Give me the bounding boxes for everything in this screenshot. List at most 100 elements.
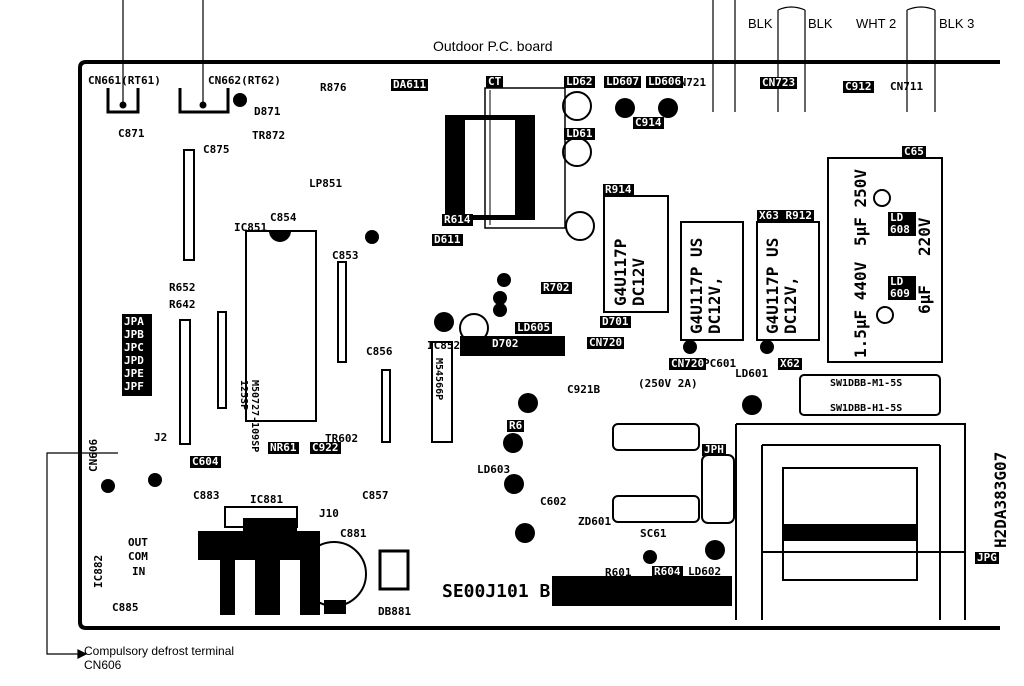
annotation-line2: CN606 bbox=[84, 658, 122, 672]
relay-x61-part: G4U117P bbox=[611, 238, 630, 306]
label-ct: CT bbox=[486, 75, 504, 88]
relay-outlines bbox=[603, 157, 943, 363]
label-d701: R702 bbox=[541, 281, 572, 294]
annotation-leader bbox=[46, 452, 118, 659]
label-c885: C885 bbox=[112, 601, 139, 614]
label-ld609: LD 609 bbox=[888, 276, 916, 300]
relay-x63-part: G4U117P US bbox=[763, 237, 782, 334]
jumper-jpb[interactable]: JPB bbox=[124, 328, 144, 341]
wire-label-cn711-right: BLK 3 bbox=[939, 16, 975, 31]
ic882-pin-in: IN bbox=[132, 565, 146, 578]
switch-label-bottom: SW1DBB-H1-5S bbox=[830, 403, 903, 414]
current-transformer-ct bbox=[445, 87, 566, 229]
label-c854: C854 bbox=[270, 211, 297, 224]
label-tr602: TR602 bbox=[325, 432, 359, 445]
label-c856: C856 bbox=[366, 345, 393, 358]
label-ld607: LD607 bbox=[604, 75, 642, 88]
board-part-number: H2DA383G07 bbox=[991, 451, 1010, 548]
board-title: Outdoor P.C. board bbox=[433, 38, 553, 54]
label-c65: C65 bbox=[902, 145, 926, 158]
relay-x61-rating: DC12V bbox=[629, 257, 648, 306]
capacitor-rating-a: 5μF 250V bbox=[851, 168, 870, 246]
jumper-jpe[interactable]: JPE bbox=[124, 367, 144, 380]
capacitor-rating-d: 6μF bbox=[915, 285, 934, 314]
label-c922: JPH bbox=[702, 443, 726, 456]
ic852-part-label: M54566P bbox=[433, 358, 444, 401]
label-c914: C914 bbox=[633, 116, 664, 129]
label-ld606: LD606 bbox=[646, 75, 684, 88]
jumper-jpc[interactable]: JPC bbox=[124, 341, 144, 354]
label-ld602: LD602 bbox=[688, 565, 722, 578]
label-d611: D611 bbox=[432, 233, 463, 246]
label-ld601: LD601 bbox=[735, 367, 769, 380]
relay-x62-part: G4U117P US bbox=[687, 237, 706, 334]
label-c883: C883 bbox=[193, 489, 220, 502]
jumper-jpf[interactable]: JPF bbox=[124, 380, 144, 393]
connector-cn662-label: CN662(RT62) bbox=[208, 74, 281, 87]
jumper-block bbox=[122, 314, 152, 396]
label-r914: R914 bbox=[603, 183, 634, 196]
board-code: SE00J101 B bbox=[442, 581, 551, 602]
connector-cn661-label: CN661(RT61) bbox=[88, 74, 161, 87]
label-c881: C881 bbox=[340, 527, 367, 540]
board-trace-strip bbox=[552, 576, 732, 606]
bridge-db881 bbox=[378, 549, 410, 591]
ic881-label: IC881 bbox=[250, 493, 284, 506]
label-j2: J2 bbox=[154, 431, 168, 444]
ic852-label: IC852 bbox=[427, 339, 461, 352]
switch-label-top: SW1DBB-M1-5S bbox=[830, 378, 903, 389]
ic882-pin-out: OUT bbox=[128, 536, 148, 549]
jumper-list: JPA JPB JPC JPD JPE JPF bbox=[124, 316, 152, 393]
label-j10: J10 bbox=[319, 507, 339, 520]
connector-cn606-label: CN606 bbox=[87, 438, 100, 472]
led-outlines bbox=[459, 91, 894, 343]
jumper-jpd[interactable]: JPD bbox=[124, 354, 144, 367]
label-c912: C912 bbox=[843, 80, 874, 93]
label-c853: C853 bbox=[332, 249, 359, 262]
label-x63-r912: X63 R912 bbox=[757, 209, 814, 222]
fuse-rating: (250V 2A) bbox=[638, 377, 698, 390]
label-sc61: SC61 bbox=[640, 527, 667, 540]
label-r642: R642 bbox=[169, 298, 196, 311]
relay-x63-rating: DC12V, bbox=[781, 276, 800, 334]
label-lp851: LP851 bbox=[309, 177, 343, 190]
relay-x61: G4U117P DC12V bbox=[611, 238, 648, 306]
label-ld603: LD603 bbox=[477, 463, 511, 476]
capacitor-rating-b: 1.5μF 440V bbox=[851, 261, 870, 358]
label-d702: LD605 bbox=[515, 321, 553, 334]
label-ld610: R6 bbox=[507, 419, 525, 432]
label-ld61: LD61 bbox=[564, 127, 595, 140]
label-x62: CN720 bbox=[669, 357, 707, 370]
label-tg: JPG bbox=[975, 551, 999, 564]
label-d903: X62 bbox=[778, 357, 802, 370]
wire-label-cn723-right: BLK bbox=[808, 16, 833, 31]
label-d902: PC601 bbox=[703, 357, 737, 370]
label-r614: R614 bbox=[442, 213, 473, 226]
label-r604: C922 bbox=[310, 441, 341, 454]
label-x61: D701 bbox=[600, 315, 631, 328]
label-jpg: C604 bbox=[190, 455, 221, 468]
relay-x62: G4U117P US DC12V, bbox=[687, 237, 724, 334]
connector-cn711-label: CN711 bbox=[890, 80, 924, 93]
label-r876: R876 bbox=[320, 81, 347, 94]
label-c602: C602 bbox=[540, 495, 567, 508]
capacitor-rating-c: 220V bbox=[915, 217, 934, 256]
label-db881: DB881 bbox=[378, 605, 412, 618]
label-zd601: ZD601 bbox=[578, 515, 612, 528]
label-r652: R652 bbox=[169, 281, 196, 294]
connector-cn662 bbox=[178, 88, 230, 114]
relay-x63: G4U117P US DC12V, bbox=[763, 237, 800, 334]
wire-label-cn723-left: BLK bbox=[748, 16, 773, 31]
label-c875: C875 bbox=[203, 143, 230, 156]
line-filter bbox=[612, 423, 735, 524]
relay-x62-rating: DC12V, bbox=[705, 276, 724, 334]
ic851-body bbox=[179, 149, 391, 445]
jumper-jpa[interactable]: JPA bbox=[124, 315, 144, 328]
power-transformer bbox=[735, 423, 966, 620]
board-outline bbox=[78, 60, 1000, 630]
label-ld62: LD62 bbox=[564, 75, 595, 88]
switch-outline bbox=[799, 374, 941, 416]
ic851-part-label: M50727-109SP 125SP bbox=[238, 380, 260, 453]
ic851-label: IC851 bbox=[234, 221, 268, 234]
